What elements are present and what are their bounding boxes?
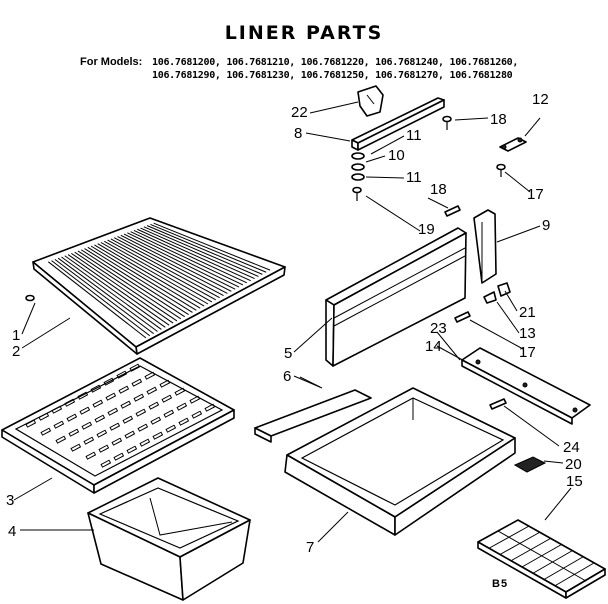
callout-10: 10 <box>388 147 405 164</box>
callout-9: 9 <box>542 217 550 234</box>
callout-14: 14 <box>425 338 442 355</box>
callout-18-upper: 18 <box>490 111 507 128</box>
callout-11-lower: 11 <box>406 169 422 186</box>
callout-1: 1 <box>12 327 20 344</box>
part-pin-18 <box>444 205 461 217</box>
part-shelf-end-cap <box>25 294 35 302</box>
part-washers <box>351 152 365 181</box>
callout-17-lower: 17 <box>519 344 536 361</box>
callout-18-lower: 18 <box>430 181 447 198</box>
callout-13: 13 <box>519 325 536 342</box>
part-screw-18-top <box>442 115 452 130</box>
part-clip-13 <box>483 291 497 304</box>
part-meat-drawer <box>284 387 516 536</box>
callout-17-upper: 17 <box>527 186 544 203</box>
leader-lines <box>13 101 572 543</box>
page-title: LINER PARTS <box>224 22 384 44</box>
part-crisper-pan <box>87 477 251 601</box>
diagram-code: B5 <box>492 578 509 590</box>
part-ice-cube-tray <box>477 519 606 599</box>
models-label: For Models: <box>80 56 143 68</box>
part-clip-21 <box>497 282 511 297</box>
callout-6: 6 <box>283 368 291 385</box>
callout-19: 19 <box>418 221 435 238</box>
callout-2: 2 <box>12 343 20 360</box>
callout-15: 15 <box>566 473 583 490</box>
part-mounting-bracket <box>357 85 384 117</box>
models-list-line-1: 106.7681200, 106.7681210, 106.7681220, 1… <box>152 57 519 68</box>
part-wire-shelf <box>32 217 286 355</box>
part-drawer-divider <box>254 389 372 443</box>
callout-20: 20 <box>565 456 582 473</box>
part-top-rail <box>351 97 445 151</box>
part-screw-19 <box>352 186 362 201</box>
part-drawer-rail <box>461 347 591 425</box>
part-screw-17-top <box>496 163 506 177</box>
callout-numbers: 1 2 3 4 5 6 7 8 9 10 11 11 12 13 14 15 1… <box>6 91 583 556</box>
part-hinge <box>499 137 527 152</box>
part-drawer-pad <box>513 456 547 473</box>
callout-4: 4 <box>8 523 16 540</box>
part-screw-24 <box>489 398 507 410</box>
callout-5: 5 <box>284 345 292 362</box>
callout-11-upper: 11 <box>406 127 422 144</box>
callout-21: 21 <box>519 304 536 321</box>
callout-23: 23 <box>430 320 447 337</box>
callout-24: 24 <box>563 439 580 456</box>
callout-8: 8 <box>294 125 302 142</box>
callout-3: 3 <box>6 492 14 509</box>
part-crisper-door <box>325 227 467 367</box>
part-door-bracket <box>473 209 497 284</box>
models-list-line-2: 106.7681290, 106.7681230, 106.7681250, 1… <box>152 70 513 81</box>
callout-7: 7 <box>306 539 314 556</box>
callout-22: 22 <box>291 104 308 121</box>
part-pin-17 <box>454 311 471 323</box>
callout-12: 12 <box>532 91 549 108</box>
part-crisper-cover-shelf <box>1 357 235 494</box>
